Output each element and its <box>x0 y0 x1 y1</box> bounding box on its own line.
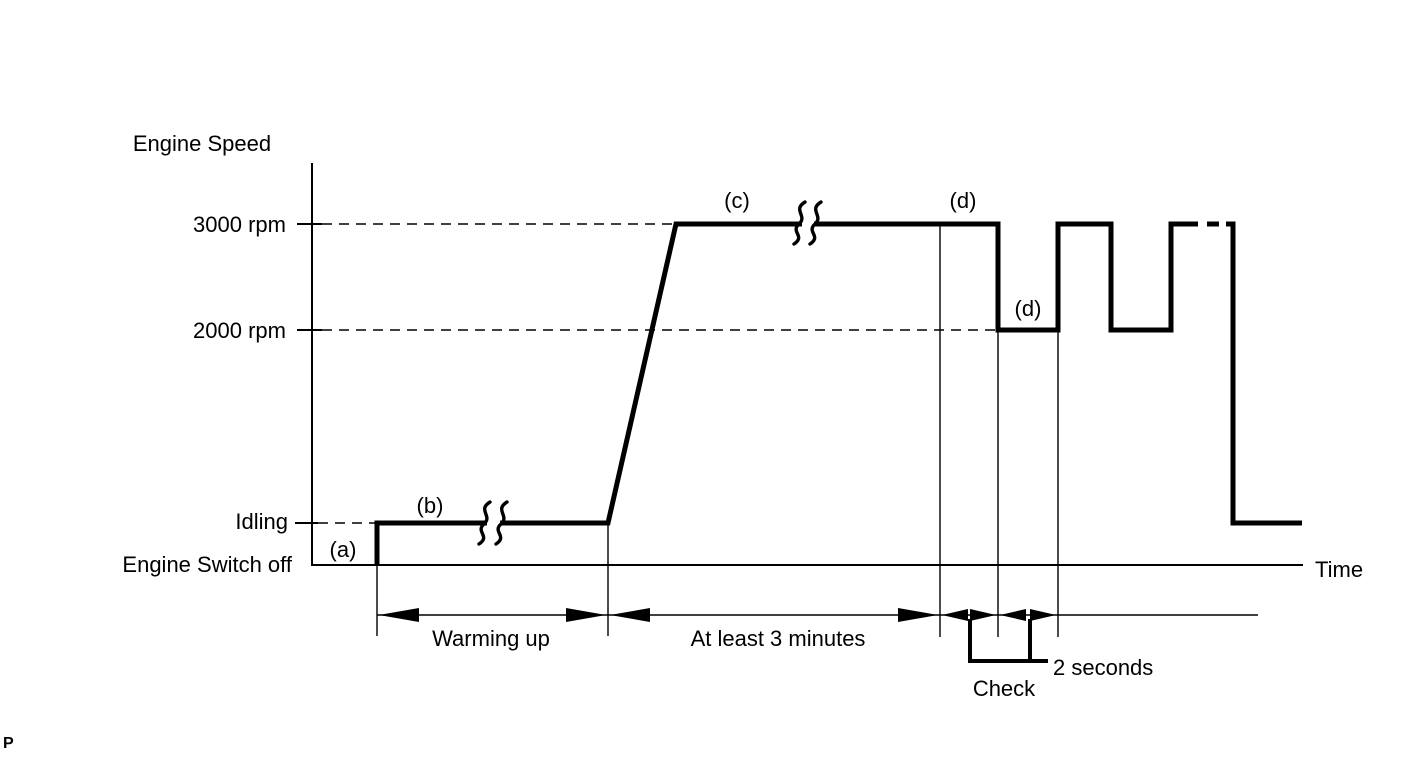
y-label-engine-switch-off: Engine Switch off <box>122 552 292 577</box>
break-squiggle-idling-right <box>494 500 509 546</box>
trace-main <box>374 221 1186 566</box>
speed-trace <box>374 221 1302 566</box>
arrowhead-check2-right <box>1030 609 1056 621</box>
arrowhead-check1-left <box>942 609 968 621</box>
break-squiggle-3000-left <box>792 200 807 246</box>
dimension-line-group <box>377 608 1258 622</box>
arrowhead-check1-right <box>970 609 996 621</box>
two-seconds-bracket <box>968 619 1048 663</box>
span-label-3-minutes: At least 3 minutes <box>691 626 866 651</box>
arrowhead-warming-left <box>379 608 419 622</box>
callout-d-lower: (d) <box>1015 296 1042 321</box>
arrowhead-3min-right <box>898 608 938 622</box>
reference-lines <box>376 225 1059 637</box>
dimension-arrowheads <box>379 608 1056 622</box>
callout-a: (a) <box>330 537 357 562</box>
break-gap-idling <box>487 515 500 531</box>
y-label-2000rpm: 2000 rpm <box>193 318 286 343</box>
y-axis-title: Engine Speed <box>133 131 271 156</box>
arrowhead-check2-left <box>1000 609 1026 621</box>
callout-c: (c) <box>724 188 750 213</box>
x-axis-title: Time <box>1315 557 1363 582</box>
span-label-2-seconds: 2 seconds <box>1053 655 1153 680</box>
callout-b: (b) <box>417 493 444 518</box>
span-label-check: Check <box>973 676 1036 701</box>
axis-breaks <box>477 200 823 546</box>
break-squiggle-3000-right <box>808 200 823 246</box>
arrowhead-warming-right <box>566 608 606 622</box>
break-squiggle-idling-left <box>477 500 492 546</box>
arrowhead-3min-left <box>610 608 650 622</box>
y-label-3000rpm: 3000 rpm <box>193 212 286 237</box>
callout-d-upper: (d) <box>950 188 977 213</box>
page-marker: P <box>3 735 14 752</box>
span-label-warming-up: Warming up <box>432 626 550 651</box>
y-label-idling: Idling <box>235 509 288 534</box>
trace-end <box>1226 221 1302 526</box>
guide-lines <box>318 223 996 524</box>
axes <box>295 163 1303 566</box>
